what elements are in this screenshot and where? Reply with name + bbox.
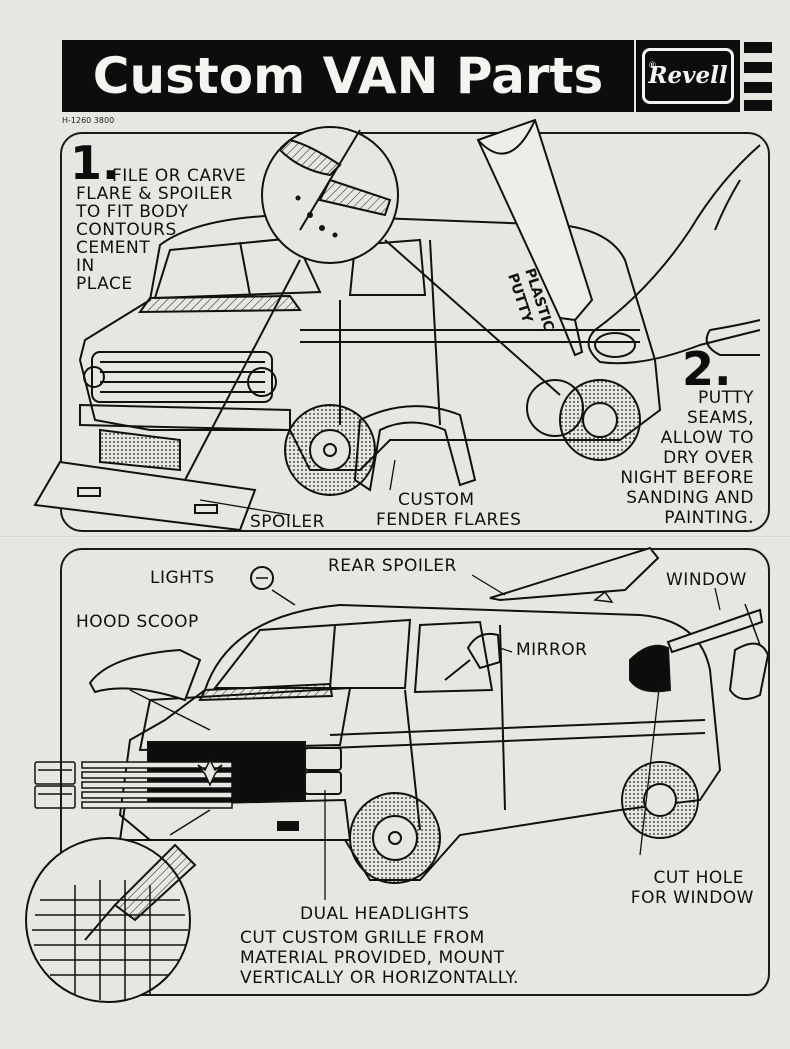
- step-panel-bottom: [60, 548, 770, 996]
- step-2-number: 2.: [682, 342, 732, 396]
- step-2-line: DRY OVER: [663, 448, 754, 468]
- logo-stripe: [744, 62, 772, 73]
- title-banner: Custom VAN Parts: [62, 40, 634, 112]
- label-dual-headlights: DUAL HEADLIGHTS: [300, 904, 470, 924]
- label-window: WINDOW: [666, 570, 747, 590]
- grille-instruction-line: CUT CUSTOM GRILLE FROM: [240, 928, 485, 948]
- revell-logo: ® Revell: [636, 40, 740, 112]
- grille-detail-circle: [25, 837, 197, 1003]
- part-number: H-1260 3800: [62, 116, 115, 125]
- registered-mark: ®: [648, 61, 657, 71]
- label-for-window: FOR WINDOW: [630, 888, 754, 908]
- label-hood-scoop: HOOD SCOOP: [76, 612, 199, 632]
- revell-logo-frame: ® Revell: [642, 48, 734, 104]
- label-fender-flares: FENDER FLARES: [376, 510, 522, 530]
- logo-stripe: [744, 100, 772, 111]
- step-1-line: CONTOURS: [76, 220, 177, 240]
- finger-hand: [587, 144, 761, 365]
- step-2-line: SEAMS,: [686, 408, 754, 428]
- label-custom: CUSTOM: [398, 490, 475, 510]
- step-1-number: 1.: [70, 136, 120, 190]
- label-rear-spoiler: REAR SPOILER: [328, 556, 457, 576]
- label-spoiler: SPOILER: [250, 512, 325, 532]
- putty-tube: [476, 118, 594, 357]
- hobby-knife: [666, 608, 764, 654]
- step-1-line: IN: [76, 256, 95, 276]
- van-illustration-top: [33, 213, 662, 532]
- step-1-line: FLARE & SPOILER: [76, 184, 233, 204]
- step-1-line: TO FIT BODY: [76, 202, 189, 222]
- step-1-line: FILE OR CARVE: [112, 166, 247, 186]
- grille-instruction-line: MATERIAL PROVIDED, MOUNT: [240, 948, 505, 968]
- hood-scoop-part: [88, 648, 202, 702]
- label-cut-hole: CUT HOLE: [653, 868, 744, 888]
- separate-headlights: [34, 761, 76, 809]
- label-lights: LIGHTS: [150, 568, 215, 588]
- step-2-line: PAINTING.: [664, 508, 754, 528]
- file-detail-circle: [261, 126, 399, 264]
- page-title: Custom VAN Parts: [92, 47, 604, 105]
- logo-stripe: [744, 82, 772, 93]
- brand-name: Revell: [648, 62, 728, 89]
- seam-detail-circle: [526, 379, 584, 437]
- window-part: [728, 642, 770, 700]
- logo-stripe: [744, 42, 772, 53]
- step-2-line: SANDING AND: [626, 488, 754, 508]
- step-1-line: CEMENT: [76, 238, 151, 258]
- step-2-line: ALLOW TO: [660, 428, 754, 448]
- step-1-line: PLACE: [76, 274, 133, 294]
- label-mirror: MIRROR: [516, 640, 588, 660]
- step-2-line: NIGHT BEFORE: [620, 468, 754, 488]
- grille-instruction-line: VERTICALLY OR HORIZONTALLY.: [240, 968, 519, 988]
- step-panel-top: [60, 132, 770, 532]
- grille-parts: [81, 758, 233, 809]
- van-illustration-bottom: [118, 603, 722, 884]
- rear-spoiler-part: [489, 546, 660, 602]
- step-2-line: PUTTY: [697, 388, 754, 408]
- paper-fold-line: [0, 536, 790, 538]
